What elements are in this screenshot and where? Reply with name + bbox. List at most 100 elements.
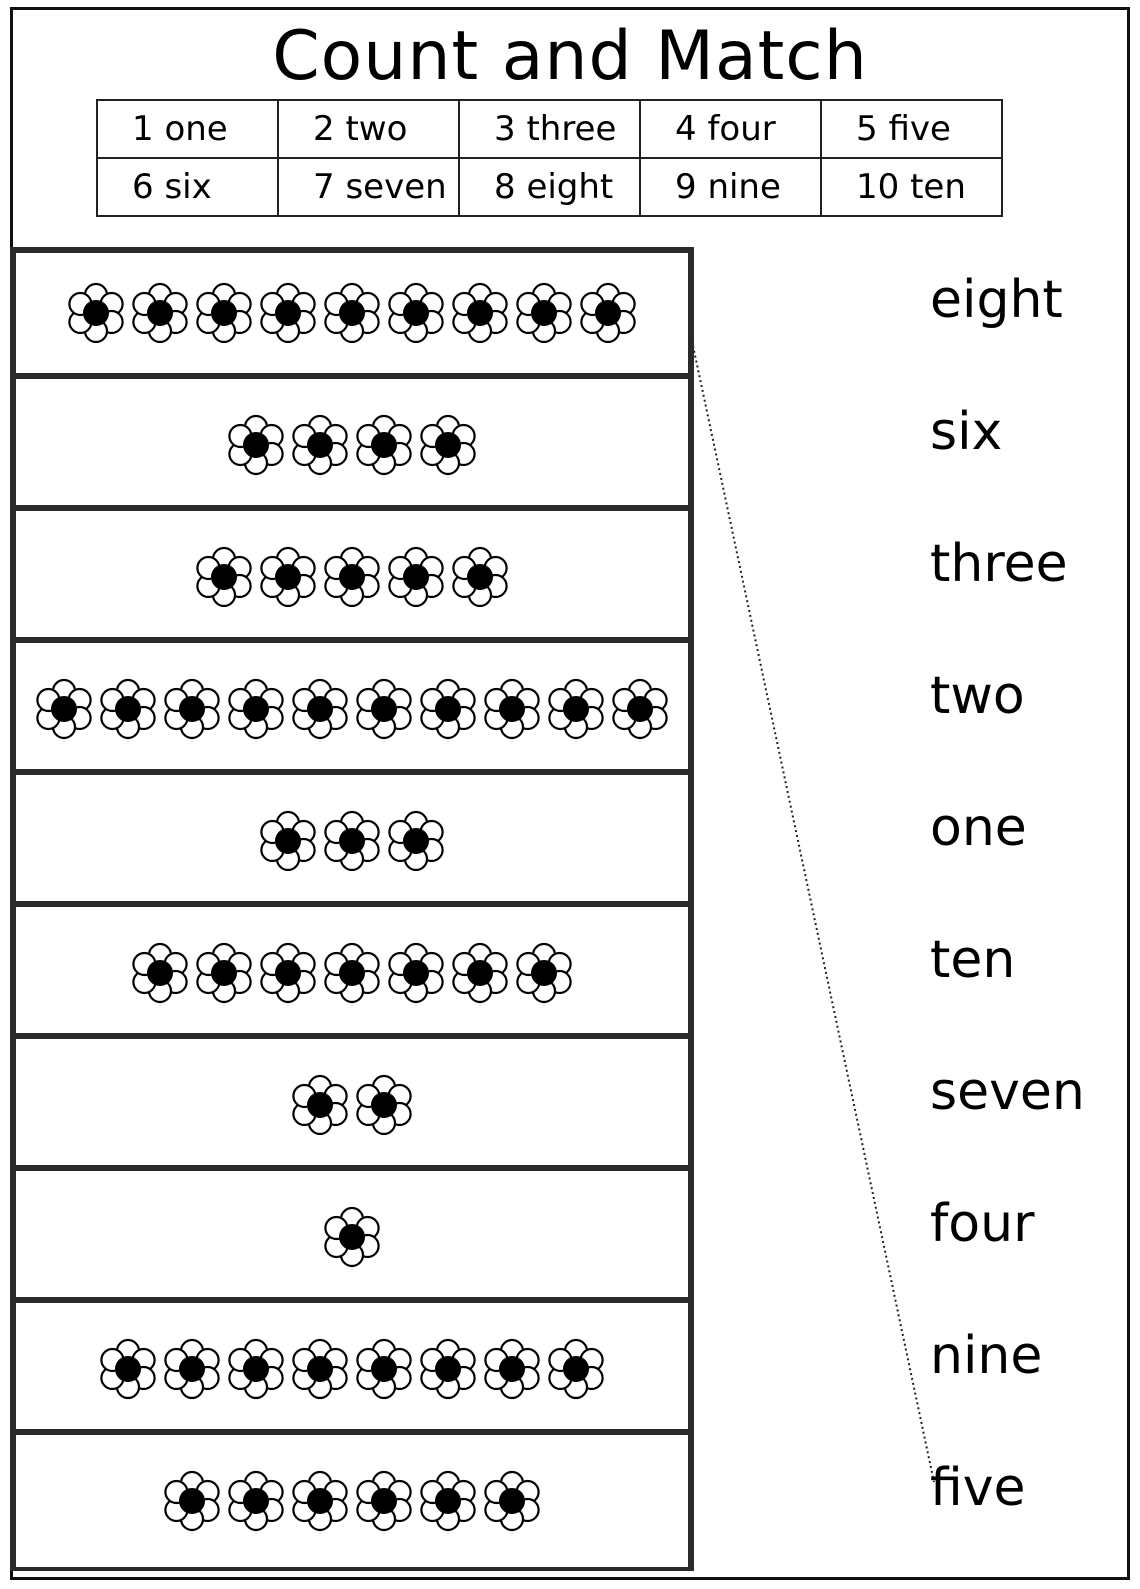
flower-icon xyxy=(352,677,416,741)
flower-icon xyxy=(544,1337,608,1401)
flower-icon xyxy=(416,677,480,741)
flower-icon xyxy=(224,677,288,741)
reference-cell: 9 nine xyxy=(639,157,822,217)
flower-icon xyxy=(160,1469,224,1533)
flower-group xyxy=(160,1469,544,1533)
flower-icon xyxy=(448,941,512,1005)
flower-icon xyxy=(480,677,544,741)
flower-icon xyxy=(544,677,608,741)
flower-icon xyxy=(288,677,352,741)
match-word-four[interactable]: four xyxy=(930,1194,1035,1254)
flower-icon xyxy=(512,281,576,345)
flower-icon xyxy=(352,413,416,477)
match-word-one[interactable]: one xyxy=(930,798,1027,858)
flower-icon xyxy=(64,281,128,345)
flower-icon xyxy=(608,677,672,741)
flower-icon xyxy=(320,281,384,345)
flower-icon xyxy=(32,677,96,741)
flower-icon xyxy=(320,1205,384,1269)
flower-icon xyxy=(448,545,512,609)
flower-icon xyxy=(384,941,448,1005)
number-reference-table: 1 one 2 two 3 three 4 four 5 five 6 six … xyxy=(96,99,1003,217)
counting-row xyxy=(16,385,688,511)
flower-icon xyxy=(192,281,256,345)
flower-icon xyxy=(352,1469,416,1533)
flower-icon xyxy=(448,281,512,345)
flower-group xyxy=(96,1337,608,1401)
flower-group xyxy=(32,677,672,741)
flower-icon xyxy=(352,1337,416,1401)
flower-icon xyxy=(288,1073,352,1137)
flower-icon xyxy=(320,809,384,873)
reference-row: 1 one 2 two 3 three 4 four 5 five xyxy=(96,99,1003,159)
reference-cell: 10 ten xyxy=(820,157,1003,217)
flower-icon xyxy=(480,1469,544,1533)
counting-rows xyxy=(10,247,694,1571)
counting-row xyxy=(16,649,688,775)
flower-icon xyxy=(416,1337,480,1401)
reference-cell: 3 three xyxy=(458,99,641,159)
reference-cell: 2 two xyxy=(277,99,460,159)
flower-icon xyxy=(384,809,448,873)
flower-icon xyxy=(288,413,352,477)
flower-icon xyxy=(320,545,384,609)
flower-icon xyxy=(480,1337,544,1401)
flower-icon xyxy=(224,1469,288,1533)
flower-icon xyxy=(576,281,640,345)
flower-icon xyxy=(320,941,384,1005)
flower-group xyxy=(224,413,480,477)
flower-group xyxy=(192,545,512,609)
match-word-ten[interactable]: ten xyxy=(930,930,1016,990)
page-title: Count and Match xyxy=(272,17,868,96)
counting-row xyxy=(16,1045,688,1171)
match-word-five[interactable]: five xyxy=(930,1458,1026,1518)
match-word-eight[interactable]: eight xyxy=(930,270,1063,330)
flower-group xyxy=(320,1205,384,1269)
counting-row xyxy=(16,1177,688,1303)
flower-icon xyxy=(384,281,448,345)
counting-row xyxy=(16,913,688,1039)
flower-icon xyxy=(128,281,192,345)
flower-icon xyxy=(192,941,256,1005)
reference-cell: 6 six xyxy=(96,157,279,217)
reference-row: 6 six 7 seven 8 eight 9 nine 10 ten xyxy=(96,157,1003,217)
counting-row xyxy=(16,1309,688,1435)
flower-icon xyxy=(352,1073,416,1137)
reference-cell: 7 seven xyxy=(277,157,460,217)
reference-cell: 8 eight xyxy=(458,157,641,217)
flower-group xyxy=(128,941,576,1005)
flower-icon xyxy=(224,413,288,477)
match-word-six[interactable]: six xyxy=(930,402,1003,462)
flower-icon xyxy=(96,1337,160,1401)
flower-icon xyxy=(192,545,256,609)
flower-icon xyxy=(256,281,320,345)
flower-icon xyxy=(416,1469,480,1533)
flower-icon xyxy=(128,941,192,1005)
match-word-three[interactable]: three xyxy=(930,534,1068,594)
match-word-seven[interactable]: seven xyxy=(930,1062,1085,1122)
counting-row xyxy=(16,781,688,907)
counting-row xyxy=(16,253,688,379)
flower-icon xyxy=(512,941,576,1005)
flower-icon xyxy=(288,1469,352,1533)
reference-cell: 5 five xyxy=(820,99,1003,159)
flower-group xyxy=(256,809,448,873)
reference-cell: 1 one xyxy=(96,99,279,159)
flower-icon xyxy=(160,677,224,741)
flower-icon xyxy=(224,1337,288,1401)
counting-row xyxy=(16,517,688,643)
flower-icon xyxy=(96,677,160,741)
flower-icon xyxy=(416,413,480,477)
flower-icon xyxy=(256,941,320,1005)
flower-icon xyxy=(384,545,448,609)
flower-icon xyxy=(160,1337,224,1401)
match-word-two[interactable]: two xyxy=(930,666,1025,726)
reference-cell: 4 four xyxy=(639,99,822,159)
flower-group xyxy=(288,1073,416,1137)
match-word-nine[interactable]: nine xyxy=(930,1326,1043,1386)
flower-icon xyxy=(288,1337,352,1401)
flower-icon xyxy=(256,809,320,873)
flower-icon xyxy=(256,545,320,609)
flower-group xyxy=(64,281,640,345)
counting-row xyxy=(16,1441,688,1567)
